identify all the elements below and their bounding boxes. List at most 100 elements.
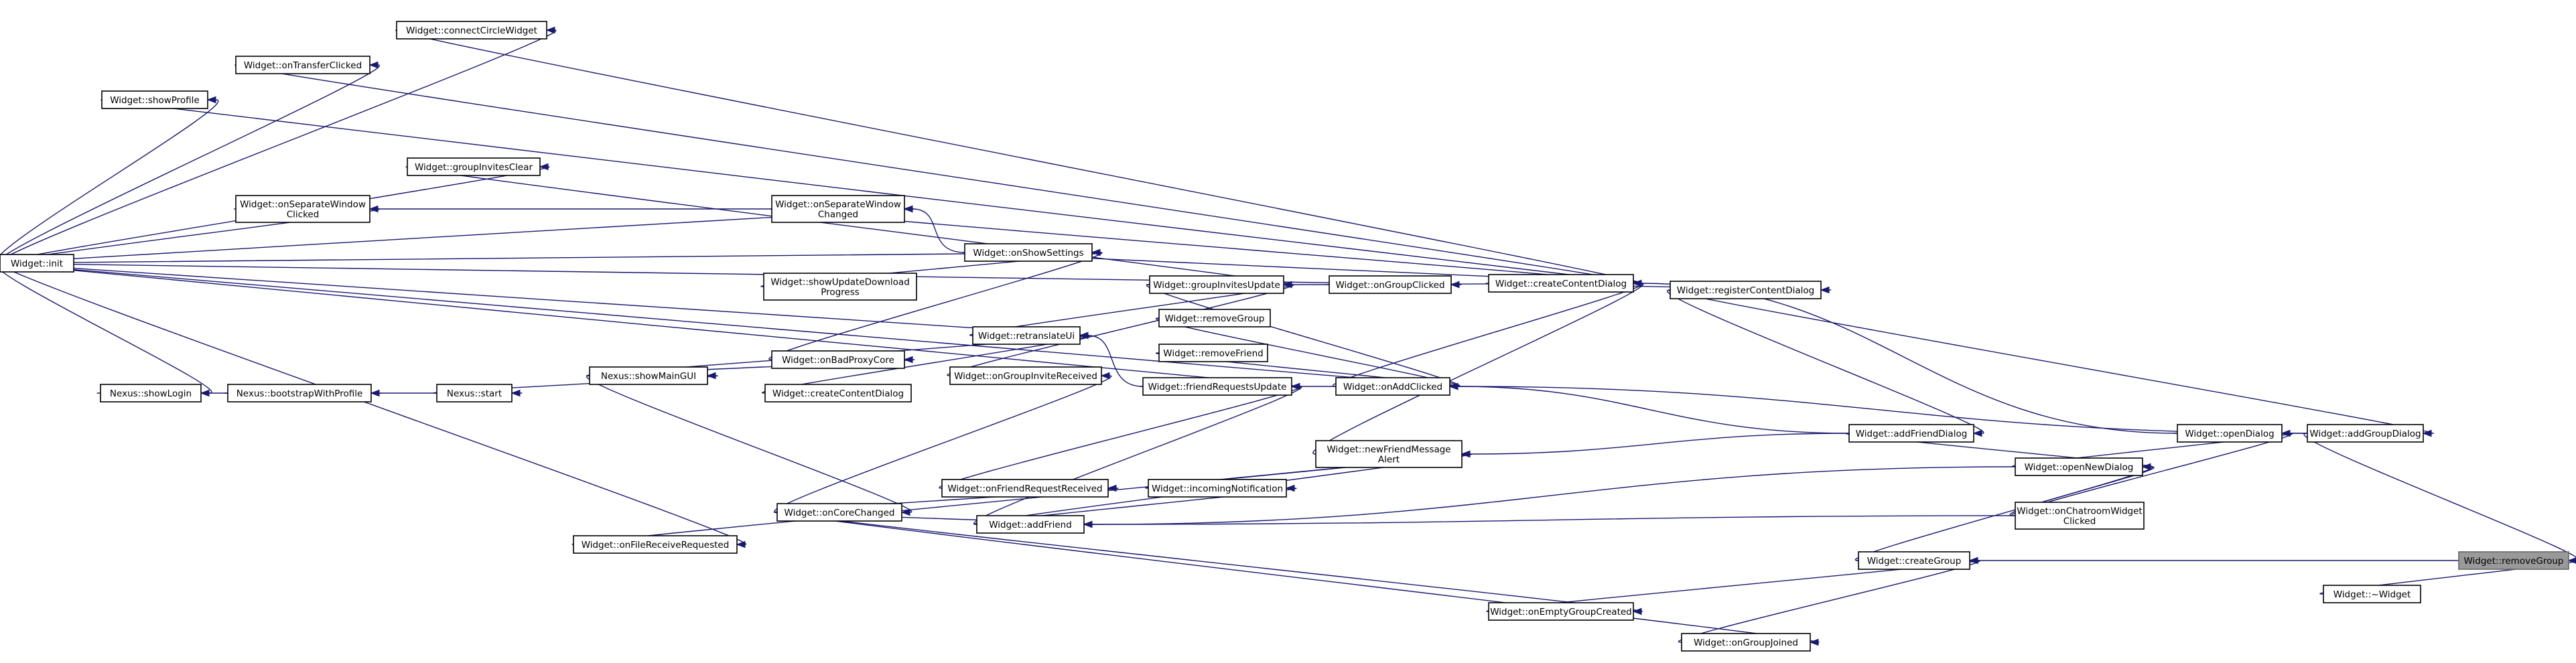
edge-on-add-clicked-to-create-content-dialog [1333,283,1644,387]
node-add-group-dialog[interactable]: Widget::addGroupDialog [2307,424,2424,443]
node-label: Widget::registerContentDialog [1677,285,1814,296]
node-open-new-dialog[interactable]: Widget::openNewDialog [2015,457,2143,476]
node-show-login[interactable]: Nexus::showLogin [100,384,202,402]
edge-arrowhead [511,389,521,397]
edge-arrowhead [1632,279,1642,287]
node-box [101,90,208,109]
node-create-content-dialog[interactable]: Widget::createContentDialog [1488,274,1634,293]
node-incoming-notification[interactable]: Widget::incomingNotification [1148,479,1287,498]
node-dtor[interactable]: Widget::~Widget [2323,585,2421,603]
node-label: Widget::createContentDialog [1495,279,1627,289]
node-remove-group[interactable]: Widget::removeGroup [2458,551,2569,570]
node-label: Widget::createContentDialog [772,388,904,399]
node-label: Widget::openNewDialog [2025,462,2134,473]
edge-add-friend-dialog-to-on-add-clicked [1457,386,1850,434]
node-box [1848,424,1974,443]
edge-arrowhead [2567,557,2576,564]
node-box [2458,551,2569,570]
edge-connect-circle-widget-to-create-content-dialog [395,29,1643,284]
node-label: Widget::groupInvitesUpdate [1153,280,1280,291]
node-show-profile[interactable]: Widget::showProfile [101,90,208,109]
node-init[interactable]: Widget::init [0,254,74,273]
node-connect-circle-widget[interactable]: Widget::connectCircleWidget [396,21,547,40]
edge-arrowhead [1091,248,1101,256]
node-label: Widget::removeGroup [1164,313,1264,324]
edge-arrowhead [1450,281,1460,289]
node-label: Widget::onEmptyGroupCreated [1490,607,1632,617]
edge-arrowhead [1632,607,1642,615]
node-label: Widget::retranslateUi [978,331,1075,342]
edge-arrowhead [370,389,380,397]
node-on-group-joined[interactable]: Widget::onGroupJoined [1681,633,1811,652]
node-on-show-settings[interactable]: Widget::onShowSettings [964,243,1093,262]
node-add-friend[interactable]: Widget::addFriend [976,515,1085,534]
node-label: Nexus::showLogin [110,388,192,399]
edge-arrowhead [1285,484,1295,492]
node-show-main-gui[interactable]: Nexus::showMainGUI [589,366,708,385]
edge-on-group-joined-to-create-group [1678,560,1980,643]
node-on-group-invite-received[interactable]: Widget::onGroupInviteReceived [949,366,1102,385]
node-on-group-clicked[interactable]: Widget::onGroupClicked [1329,275,1452,294]
node-retranslate-ui[interactable]: Widget::retranslateUi [972,326,1081,345]
node-box [771,350,905,369]
node-box [100,384,202,402]
node-label: Widget::showProfile [110,95,200,106]
node-label: Widget::createGroup [1867,556,1962,567]
node-on-empty-group-created[interactable]: Widget::onEmptyGroupCreated [1488,602,1634,621]
node-box [1670,281,1822,299]
node-on-friend-request-received[interactable]: Widget::onFriendRequestReceived [941,479,1109,498]
node-friend-requests-update[interactable]: Widget::friendRequestsUpdate [1142,377,1292,396]
node-on-transfer-clicked[interactable]: Widget::onTransferClicked [235,56,370,74]
node-on-bad-proxy-core[interactable]: Widget::onBadProxyCore [771,350,905,369]
edge-arrowhead [706,372,716,380]
node-label: Widget::onBadProxyCore [782,355,894,366]
node-on-core-changed[interactable]: Widget::onCoreChanged [776,503,902,522]
node-bootstrap-with-profile[interactable]: Nexus::bootstrapWithProfile [227,384,372,402]
edge-arrowhead [206,96,216,104]
node-open-dialog[interactable]: Widget::openDialog [2177,424,2283,443]
node-box [0,254,74,273]
node-label: Widget::~Widget [2333,589,2411,600]
node-group-invites-clear[interactable]: Widget::groupInvitesClear [407,157,541,176]
edge-add-group-dialog-to-remove-group [2303,433,2576,558]
node-box [235,56,370,74]
node-label: Widget::addFriend [989,520,1072,530]
edge-friend-requests-update-to-retranslate-ui [1087,335,1144,387]
node-on-add-clicked[interactable]: Widget::onAddClicked [1335,377,1450,396]
node-create-content-dialog2[interactable]: Widget::createContentDialog [764,384,912,402]
node-start[interactable]: Nexus::start [436,384,513,402]
node-box [1148,479,1287,498]
edge-arrowhead [903,205,913,213]
node-label: Widget::removeGroup [2463,556,2563,567]
node-label: Widget::init [11,259,63,269]
graph-edges [0,26,2576,646]
node-box [764,384,912,402]
node-label: Widget::addGroupDialog [2309,429,2421,439]
edge-arrowhead [545,26,555,34]
node-box [1329,275,1452,294]
node-on-file-receive-requested[interactable]: Widget::onFileReceiveRequested [573,535,738,554]
graph-nodes: Widget::removeGroupWidget::addGroupDialo… [0,21,2569,652]
edge-on-chatroom-widget-clicked-to-add-friend [1091,515,2016,525]
edge-init-to-show-login [0,263,212,394]
node-add-friend-dialog[interactable]: Widget::addFriendDialog [1848,424,1974,443]
node-remove-friend[interactable]: Widget::removeFriend [1158,344,1268,362]
edge-arrowhead [1972,429,1982,437]
node-group-invites-update[interactable]: Widget::groupInvitesUpdate [1149,275,1284,294]
node-box [949,366,1102,385]
node-label: Nexus::start [447,388,502,399]
node-box [1488,602,1634,621]
node-box [976,515,1085,534]
edge-on-core-changed-to-on-empty-group-created [775,512,1643,612]
node-register-content-dialog[interactable]: Widget::registerContentDialog [1670,281,1822,299]
node-remove-group2[interactable]: Widget::removeGroup [1158,309,1271,327]
node-create-group[interactable]: Widget::createGroup [1858,551,1970,570]
